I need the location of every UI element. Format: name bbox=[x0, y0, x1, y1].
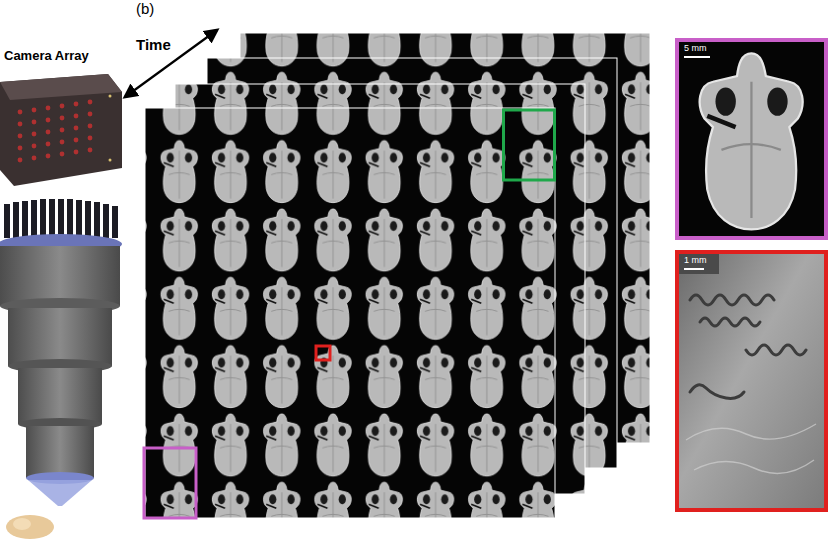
highlight-box bbox=[504, 110, 555, 180]
lens-assembly bbox=[0, 199, 122, 539]
panel-letter: (b) bbox=[136, 0, 154, 17]
time-arrow bbox=[125, 30, 217, 97]
highlight-box bbox=[144, 448, 196, 518]
scale-label: 1 mm bbox=[684, 255, 707, 266]
zoom-panel: 1 mm bbox=[675, 250, 828, 512]
image-stack bbox=[145, 33, 650, 518]
scale-label: 5 mm bbox=[684, 43, 707, 54]
highlight-box bbox=[316, 346, 330, 360]
zoom-panel: 5 mm bbox=[675, 38, 828, 240]
skull-zoom bbox=[679, 42, 824, 236]
camera-array bbox=[0, 74, 122, 186]
axis-label: Time bbox=[136, 36, 171, 53]
cortex-zoom bbox=[679, 254, 824, 508]
device-label: Camera Array bbox=[4, 48, 89, 63]
